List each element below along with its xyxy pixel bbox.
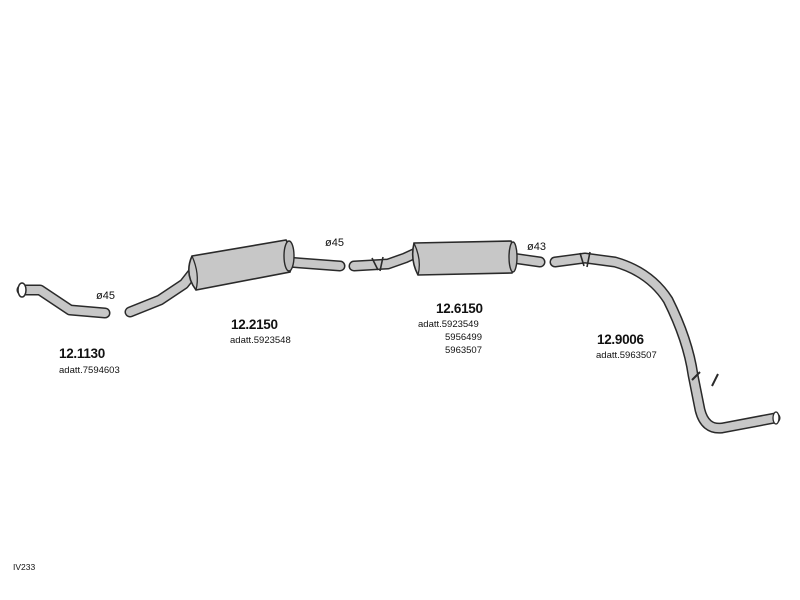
clamp [371, 256, 384, 272]
part-12-1130-pipe [16, 282, 111, 319]
part-note-12-9006: adatt.5963507 [596, 350, 657, 361]
clamp [579, 251, 591, 268]
pipe-flange [17, 282, 27, 298]
diameter-label-12-1130: ø45 [96, 290, 115, 302]
part-12-9006-tailpipe [549, 251, 781, 434]
part-note-12-1130: adatt.7594603 [59, 365, 120, 376]
part-code-12-6150: 12.6150 [436, 301, 483, 316]
part-12-6150-silencer [348, 240, 546, 276]
part-code-12-9006: 12.9006 [597, 332, 644, 347]
part-note-12-2150: adatt.5923548 [230, 335, 291, 346]
part-code-12-2150: 12.2150 [231, 317, 278, 332]
drawing-reference: IV233 [13, 562, 36, 572]
hanger [691, 371, 719, 387]
part-note-12-6150-2: 5956499 [445, 332, 482, 343]
diameter-label-12-2150: ø45 [325, 237, 344, 249]
part-note-12-6150-1: adatt.5923549 [418, 319, 479, 330]
diameter-label-12-6150: ø43 [527, 241, 546, 253]
part-code-12-1130: 12.1130 [59, 346, 105, 361]
part-note-12-6150-3: 5963507 [445, 345, 482, 356]
part-12-2150-silencer [124, 239, 346, 318]
